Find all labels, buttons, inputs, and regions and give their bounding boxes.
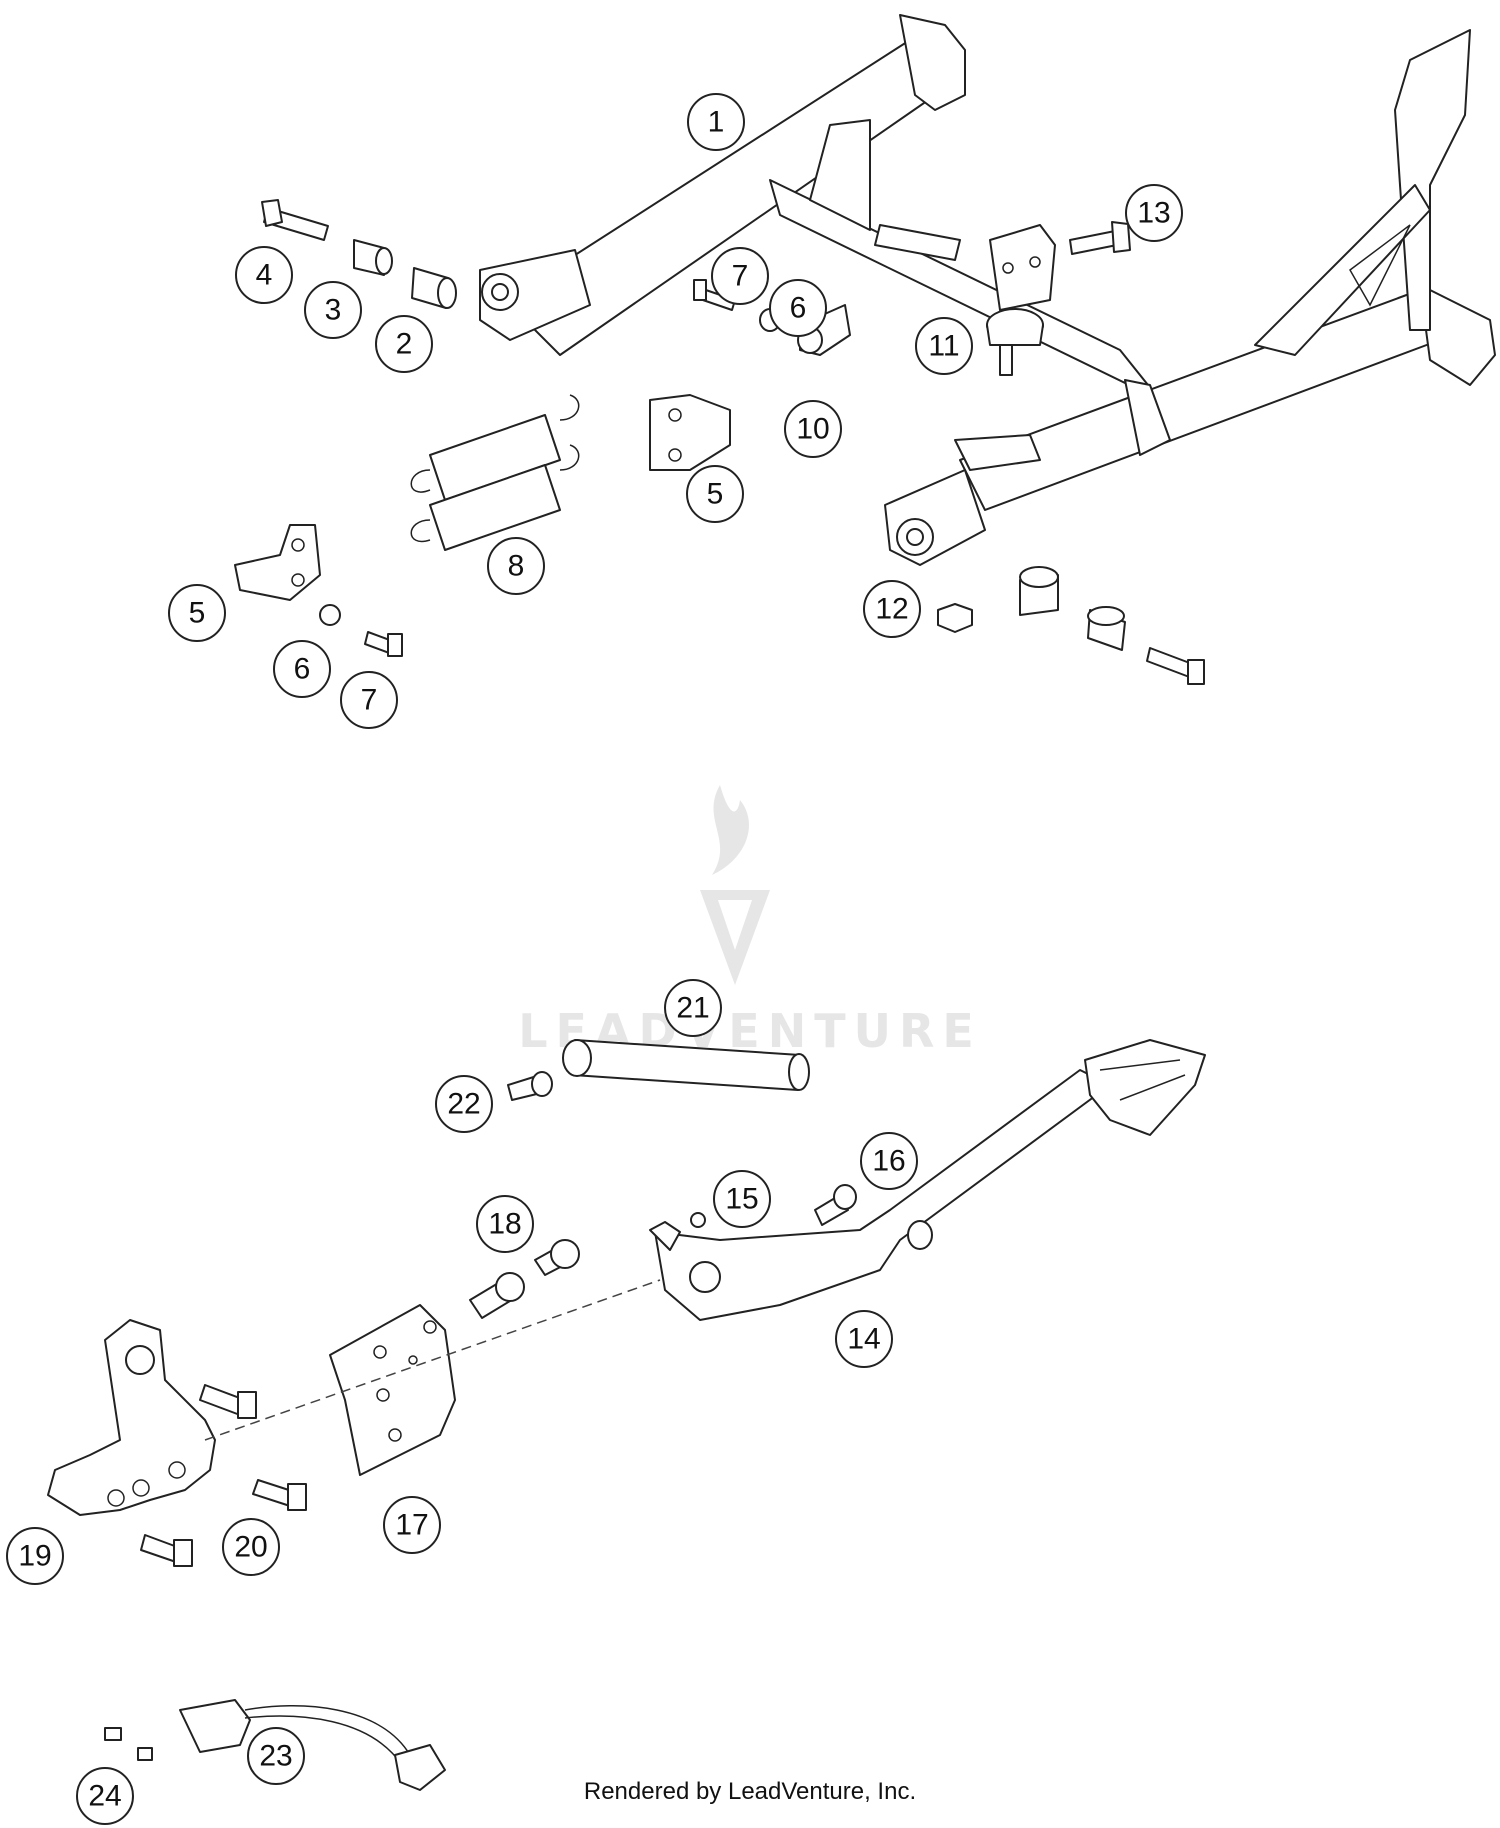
callout-13: 13	[1125, 184, 1183, 242]
callout-7-upper: 7	[711, 247, 769, 305]
callout-19: 19	[6, 1527, 64, 1585]
svg-text:3: 3	[325, 294, 342, 327]
svg-text:23: 23	[259, 1740, 292, 1773]
callout-5-upper: 5	[686, 465, 744, 523]
callout-16: 16	[860, 1132, 918, 1190]
callout-8: 8	[487, 537, 545, 595]
svg-text:17: 17	[395, 1509, 428, 1542]
callout-6-lower: 6	[273, 640, 331, 698]
callout-7-lower: 7	[340, 671, 398, 729]
side-stand-assembly	[47, 1039, 1206, 1567]
callout-11: 11	[915, 317, 973, 375]
callout-2: 2	[375, 315, 433, 373]
callout-6-upper: 6	[769, 279, 827, 337]
callout-17: 17	[383, 1496, 441, 1554]
svg-text:5: 5	[707, 478, 724, 511]
svg-text:4: 4	[256, 259, 273, 292]
svg-text:13: 13	[1137, 197, 1170, 230]
svg-text:18: 18	[488, 1208, 521, 1241]
svg-text:6: 6	[790, 292, 807, 325]
watermark-logo: LEADVENTURE	[518, 785, 974, 1058]
svg-text:10: 10	[796, 413, 829, 446]
callout-4: 4	[235, 246, 293, 304]
svg-text:1: 1	[708, 106, 725, 139]
callout-10: 10	[784, 400, 842, 458]
svg-text:8: 8	[508, 550, 525, 583]
svg-text:5: 5	[189, 597, 206, 630]
svg-text:19: 19	[18, 1540, 51, 1573]
center-stand-frame	[479, 14, 1496, 566]
callout-14: 14	[835, 1310, 893, 1368]
callout-12: 12	[863, 580, 921, 638]
svg-text:6: 6	[294, 653, 311, 686]
svg-text:11: 11	[928, 330, 959, 363]
svg-text:16: 16	[872, 1145, 905, 1178]
callout-15: 15	[713, 1170, 771, 1228]
svg-text:24: 24	[88, 1780, 121, 1813]
callout-21: 21	[664, 979, 722, 1037]
svg-text:7: 7	[361, 684, 378, 717]
svg-text:22: 22	[447, 1088, 480, 1121]
svg-text:14: 14	[847, 1323, 880, 1356]
callout-22: 22	[435, 1075, 493, 1133]
callout-3: 3	[304, 281, 362, 339]
callout-23: 23	[247, 1727, 305, 1785]
callout-5-lower: 5	[168, 584, 226, 642]
side-stand-sensor	[104, 1699, 446, 1791]
callout-1: 1	[687, 93, 745, 151]
svg-text:2: 2	[396, 328, 413, 361]
svg-text:7: 7	[732, 260, 749, 293]
svg-text:21: 21	[676, 992, 709, 1025]
svg-text:20: 20	[234, 1531, 267, 1564]
callout-24: 24	[76, 1767, 134, 1825]
callout-20: 20	[222, 1518, 280, 1576]
render-credit: Rendered by LeadVenture, Inc.	[583, 1778, 917, 1805]
svg-text:12: 12	[875, 593, 908, 626]
svg-text:15: 15	[725, 1183, 758, 1216]
callout-18: 18	[476, 1195, 534, 1253]
